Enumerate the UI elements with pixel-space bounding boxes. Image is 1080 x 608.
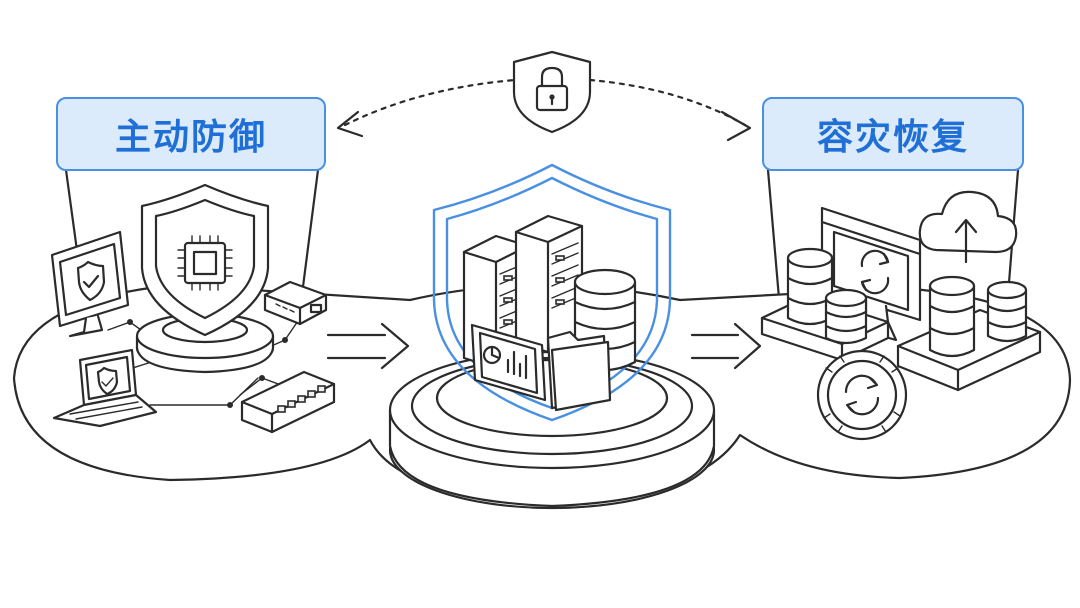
monitor-shield-icon (50, 230, 130, 338)
label-disaster-recovery-text: 容灾恢复 (816, 117, 969, 158)
shield-chip-icon (140, 183, 270, 337)
label-active-defense: 主动防御 (56, 97, 326, 171)
router-icon (263, 280, 328, 326)
laptop-shield-icon (52, 348, 158, 428)
shield-pedestal (135, 312, 275, 374)
network-switch-icon (240, 370, 336, 434)
backup-database-icon (928, 275, 976, 358)
folder-icon (546, 330, 612, 412)
sync-arc-arrow (336, 78, 752, 142)
cloud-upload-icon (918, 190, 1018, 264)
backup-database-icon (986, 280, 1028, 343)
sync-icon (860, 249, 890, 295)
server-rack-icon (514, 214, 584, 354)
label-disaster-recovery: 容灾恢复 (762, 97, 1024, 171)
flow-arrow-left (326, 322, 410, 370)
sync-icon (816, 349, 908, 441)
chart-icon (470, 323, 547, 402)
lock-icon (512, 50, 592, 134)
flow-arrow-right (690, 322, 762, 370)
label-active-defense-text: 主动防御 (114, 117, 267, 158)
backup-database-icon (824, 288, 868, 345)
